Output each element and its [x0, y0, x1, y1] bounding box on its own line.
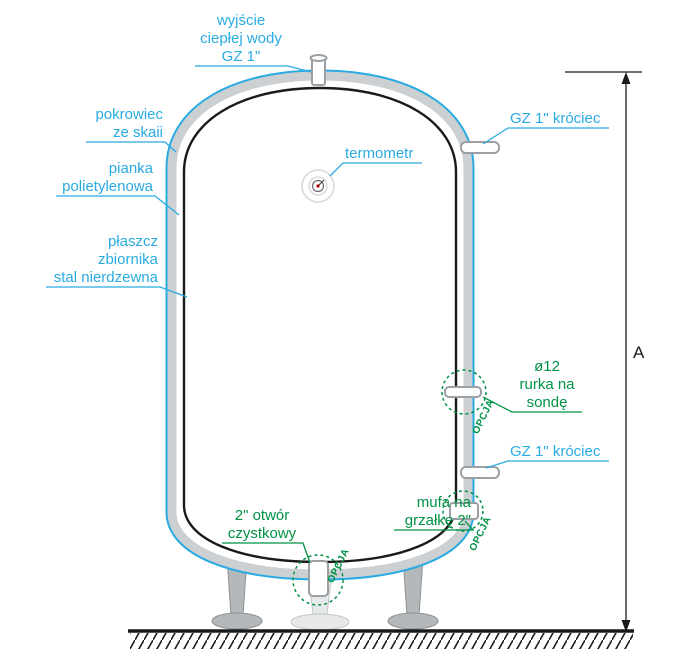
hot-water-label-line2: ciepłej wody — [200, 30, 282, 47]
foam-label-line1: pianka — [109, 160, 154, 177]
probe-leader — [482, 396, 582, 413]
probe-label-line1: ø12 — [534, 358, 560, 375]
thermometer-mid-ring — [308, 176, 328, 196]
dimension-a-label: A — [633, 343, 645, 362]
jacket-label-line1: płaszcz — [108, 233, 158, 250]
jacket-label-line2: zbiornika — [98, 251, 159, 268]
cyan-leaders — [46, 65, 609, 469]
probe-label-line2: rurka na — [519, 376, 575, 393]
hot-water-label-line3: GZ 1" — [222, 48, 261, 65]
jacket-leader — [46, 286, 188, 298]
lower-stub-label: GZ 1" króciec — [510, 443, 601, 460]
ground — [128, 629, 634, 649]
dimension-a: A — [565, 71, 645, 632]
probe-option-badge: OPCJA — [471, 398, 497, 436]
upper-stub-pipe — [460, 141, 500, 154]
lower-stub-leader — [485, 460, 609, 469]
thermometer-pivot — [316, 184, 320, 188]
hot-water-leader — [195, 65, 312, 73]
heater-leader — [394, 520, 475, 531]
cover-label-line1: pokrowiec — [95, 106, 163, 123]
cleanout-option-circle — [292, 554, 344, 606]
hot-water-outlet-pipe-rim — [309, 54, 328, 62]
foam-label-line2: polietylenowa — [62, 178, 154, 195]
thermometer-leader — [329, 162, 422, 177]
cleanout-label-line2: czystkowy — [228, 525, 297, 542]
foam-leader — [56, 195, 180, 216]
cover-label-line2: ze skaii — [113, 124, 163, 141]
option-markers — [292, 369, 487, 606]
cleanout-fitting — [308, 560, 329, 597]
cleanout-label-line1: 2" otwór — [235, 507, 290, 524]
thermometer-label: termometr — [345, 145, 413, 162]
heater-sleeve-fitting — [449, 502, 479, 520]
upper-stub-leader — [482, 127, 609, 145]
dimension-arrow-top — [621, 72, 631, 84]
left-foot — [211, 612, 263, 630]
jacket-label-line3: stal nierdzewna — [54, 269, 159, 286]
upper-stub-label: GZ 1" króciec — [510, 110, 601, 127]
lower-stub-pipe — [460, 466, 500, 479]
hot-water-label-line1: wyjście — [216, 12, 265, 29]
probe-tube-fitting — [444, 386, 482, 398]
right-foot — [387, 612, 439, 630]
dimension-arrow-bottom — [621, 620, 631, 632]
tank-body — [165, 69, 475, 581]
fittings — [308, 54, 500, 597]
heater-label-line1: mufa na — [417, 494, 472, 511]
ground-hatch — [130, 633, 633, 649]
probe-label-line3: sondę — [527, 394, 568, 411]
thermometer-outer-ring — [301, 169, 335, 203]
green-leaders — [222, 396, 582, 564]
cleanout-leader — [222, 542, 311, 564]
thermometer-dial — [301, 169, 335, 203]
heater-option-circle — [442, 490, 484, 532]
cover-leader — [86, 141, 177, 153]
probe-option-circle — [441, 369, 487, 415]
center-foot — [290, 613, 350, 631]
tank-steel-jacket — [182, 86, 458, 564]
heater-label-line2: grzałkę 2" — [405, 512, 471, 529]
cyan-labels: wyjście ciepłej wody GZ 1" GZ 1" króciec… — [54, 12, 601, 460]
